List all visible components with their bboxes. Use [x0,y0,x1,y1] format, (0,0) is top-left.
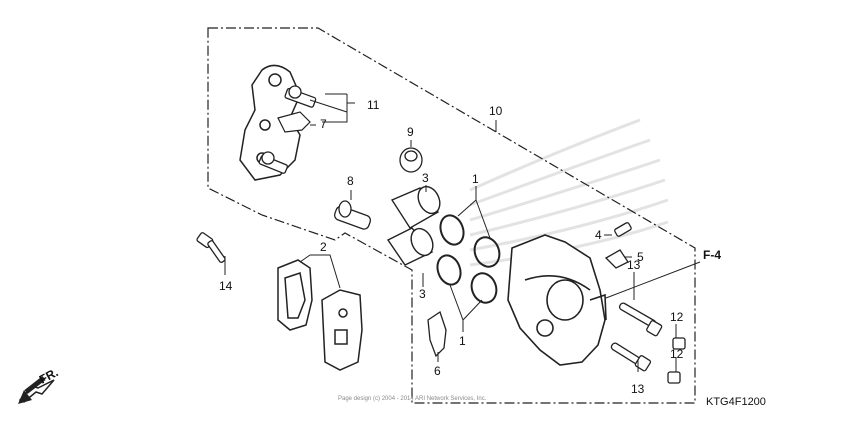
bracket-pin-upper [284,85,317,108]
leader-lines [224,93,701,372]
bleeder-cap-5 [604,249,629,269]
caliper-body [507,234,607,366]
callout-1-lower: 1 [459,334,466,348]
copyright-note: Page design (c) 2004 - 2014 ARI Network … [338,396,487,402]
drawing-code: KTG4F1200 [706,396,766,408]
callout-4: 4 [595,228,602,242]
pin-boot-9 [399,147,423,173]
callout-3-lower: 3 [419,287,426,301]
section-ref-f4[interactable]: F-4 [703,248,721,262]
slide-pin-8 [333,200,372,230]
piston-lower [386,227,434,266]
callout-7: 7 [320,117,327,131]
pad-pin-13-lower [610,342,652,372]
piston-upper [390,185,441,229]
front-direction-arrow [18,376,55,404]
assembly-boundary-10 [207,27,696,404]
callout-9: 9 [407,125,414,139]
callout-10: 10 [489,104,503,118]
bleeder-valve-4 [614,222,632,237]
callout-5: 5 [637,250,644,264]
brake-pad-front [277,259,313,331]
pin-plug-12 [667,337,686,384]
callout-14: 14 [219,279,233,293]
bracket-pin-lower [258,151,289,174]
piston-seals [436,214,501,304]
callout-6: 6 [434,364,441,378]
callout-2: 2 [320,240,327,254]
pad-spring-7 [277,111,311,133]
callout-12-lower: 12 [670,347,684,361]
pad-pin-13-upper [618,302,663,337]
callout-3-upper: 3 [422,171,429,185]
callout-11: 11 [367,98,380,112]
caliper-bracket [239,64,301,181]
bolt-14 [196,232,226,263]
callout-12-upper: 12 [670,310,684,324]
callout-8: 8 [347,174,354,188]
callout-13-upper: 13 [627,258,641,272]
brake-pad-rear [321,289,363,371]
callout-13-lower: 13 [631,382,645,396]
honda-wing-watermark [469,118,669,267]
pad-retainer-6 [427,310,447,358]
callout-1-upper: 1 [472,172,479,186]
